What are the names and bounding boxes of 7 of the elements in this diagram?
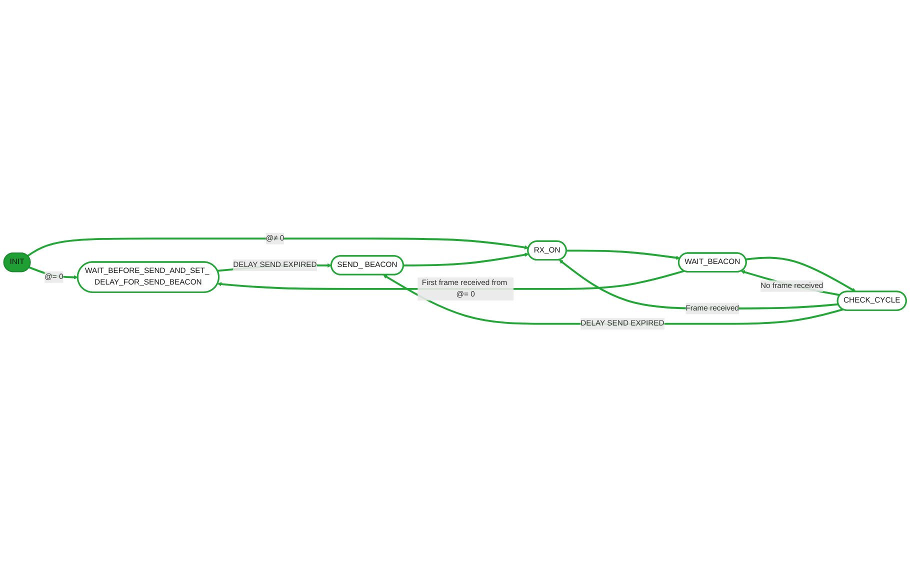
arrow — [740, 270, 840, 296]
arrow — [27, 238, 529, 257]
arrow — [746, 257, 856, 292]
arrow — [558, 260, 838, 310]
arrow — [403, 252, 529, 267]
arrow — [382, 274, 844, 326]
arrow — [566, 250, 680, 260]
